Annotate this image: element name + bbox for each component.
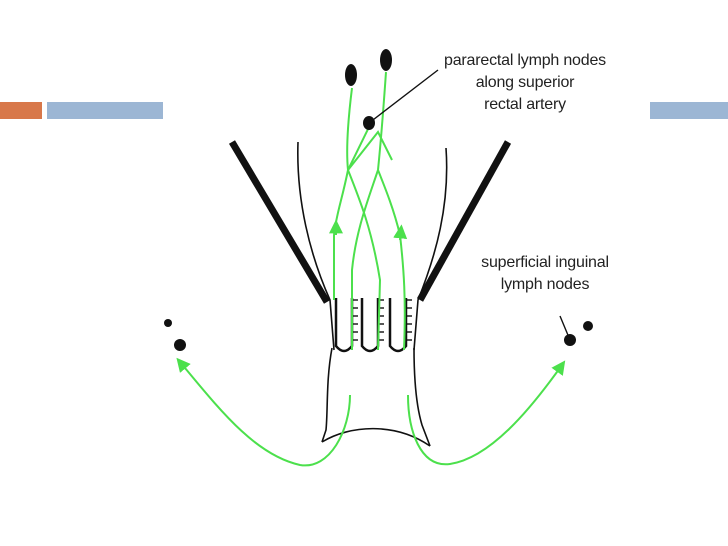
pararectal-label: pararectal lymph nodes along superior re… [430, 50, 620, 116]
pararectal-label-line-2: along superior [475, 74, 575, 91]
lymph-pathways [176, 71, 566, 467]
lymph-path-right-ascending [377, 169, 401, 236]
lymph-arrow-right [393, 224, 408, 241]
inguinal-label: superficial inguinal lymph nodes [470, 252, 620, 296]
pararectal-node-left [345, 64, 357, 86]
lymph-path-cross-b [347, 124, 371, 171]
pararectal-label-line-3: rectal artery [484, 96, 566, 113]
lymph-path-to-right-inguinal [407, 360, 566, 466]
anal-columns [334, 298, 408, 353]
pararectal-node-right [380, 49, 392, 71]
inguinal-node-left-small [164, 319, 172, 327]
pararectal-label-line-1: pararectal lymph nodes [444, 52, 606, 69]
lymph-path-inner-left [351, 169, 379, 350]
lymph-path-inner-right [347, 169, 382, 351]
anal-canal-right [413, 347, 431, 447]
inguinal-leader-line [559, 315, 571, 341]
levator-muscle-right [416, 140, 512, 302]
lymph-path-right-lower [399, 234, 406, 351]
pararectal-leader-line [368, 69, 439, 124]
decorative-bar-blue-left [47, 102, 163, 119]
rectal-wall-left [297, 141, 335, 351]
anal-canal-left [321, 347, 333, 443]
lymph-path-cross-a [347, 130, 393, 171]
rectal-wall-right [413, 147, 448, 351]
inguinal-node-right-small [583, 321, 593, 331]
decorative-bar-orange [0, 102, 42, 119]
levator-muscle-left [228, 140, 331, 304]
lymph-path-upper-right [377, 71, 387, 171]
inguinal-node-left [174, 339, 186, 351]
lymph-path-upper-left [346, 87, 353, 171]
inguinal-label-line-1: superficial inguinal [481, 254, 609, 271]
anal-verge [321, 427, 431, 447]
decorative-bar-blue-right [650, 102, 728, 119]
inguinal-label-line-2: lymph nodes [500, 276, 590, 293]
lymph-path-to-left-inguinal [176, 357, 351, 467]
